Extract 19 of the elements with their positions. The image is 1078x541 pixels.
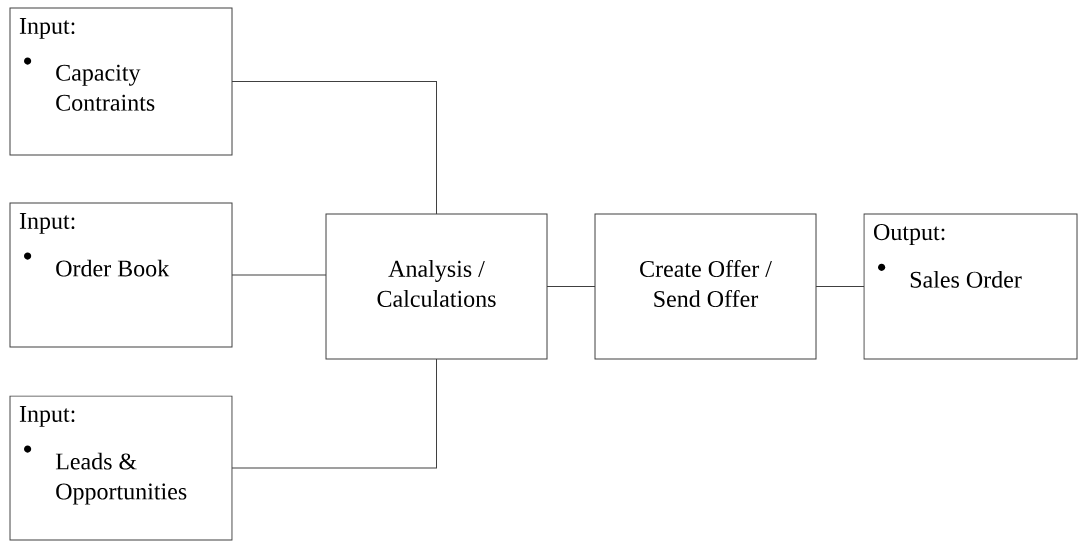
input-box — [9, 202, 233, 348]
input-box — [9, 395, 233, 541]
process-box: Analysis / Calculations — [325, 213, 548, 360]
list-item-text: Leads & Opportunities — [55, 452, 187, 505]
heading-text: Input: — [19, 213, 75, 234]
connector-line — [546, 286, 596, 287]
input-box — [9, 7, 233, 156]
connector-line — [231, 274, 327, 276]
heading-text: Input: — [19, 406, 75, 427]
list-item-text: Capacity Contraints — [56, 64, 155, 111]
connector-line — [231, 81, 437, 215]
connector-line — [815, 286, 865, 287]
connector-line — [231, 358, 437, 469]
input-box — [863, 213, 1078, 360]
heading-text: Output: — [874, 224, 945, 245]
list-item-text: Sales Order — [910, 270, 1022, 288]
heading-text: Input: — [19, 18, 75, 39]
list-item-text: Order Book — [56, 259, 170, 277]
process-box: Create Offer / Send Offer — [594, 213, 817, 360]
